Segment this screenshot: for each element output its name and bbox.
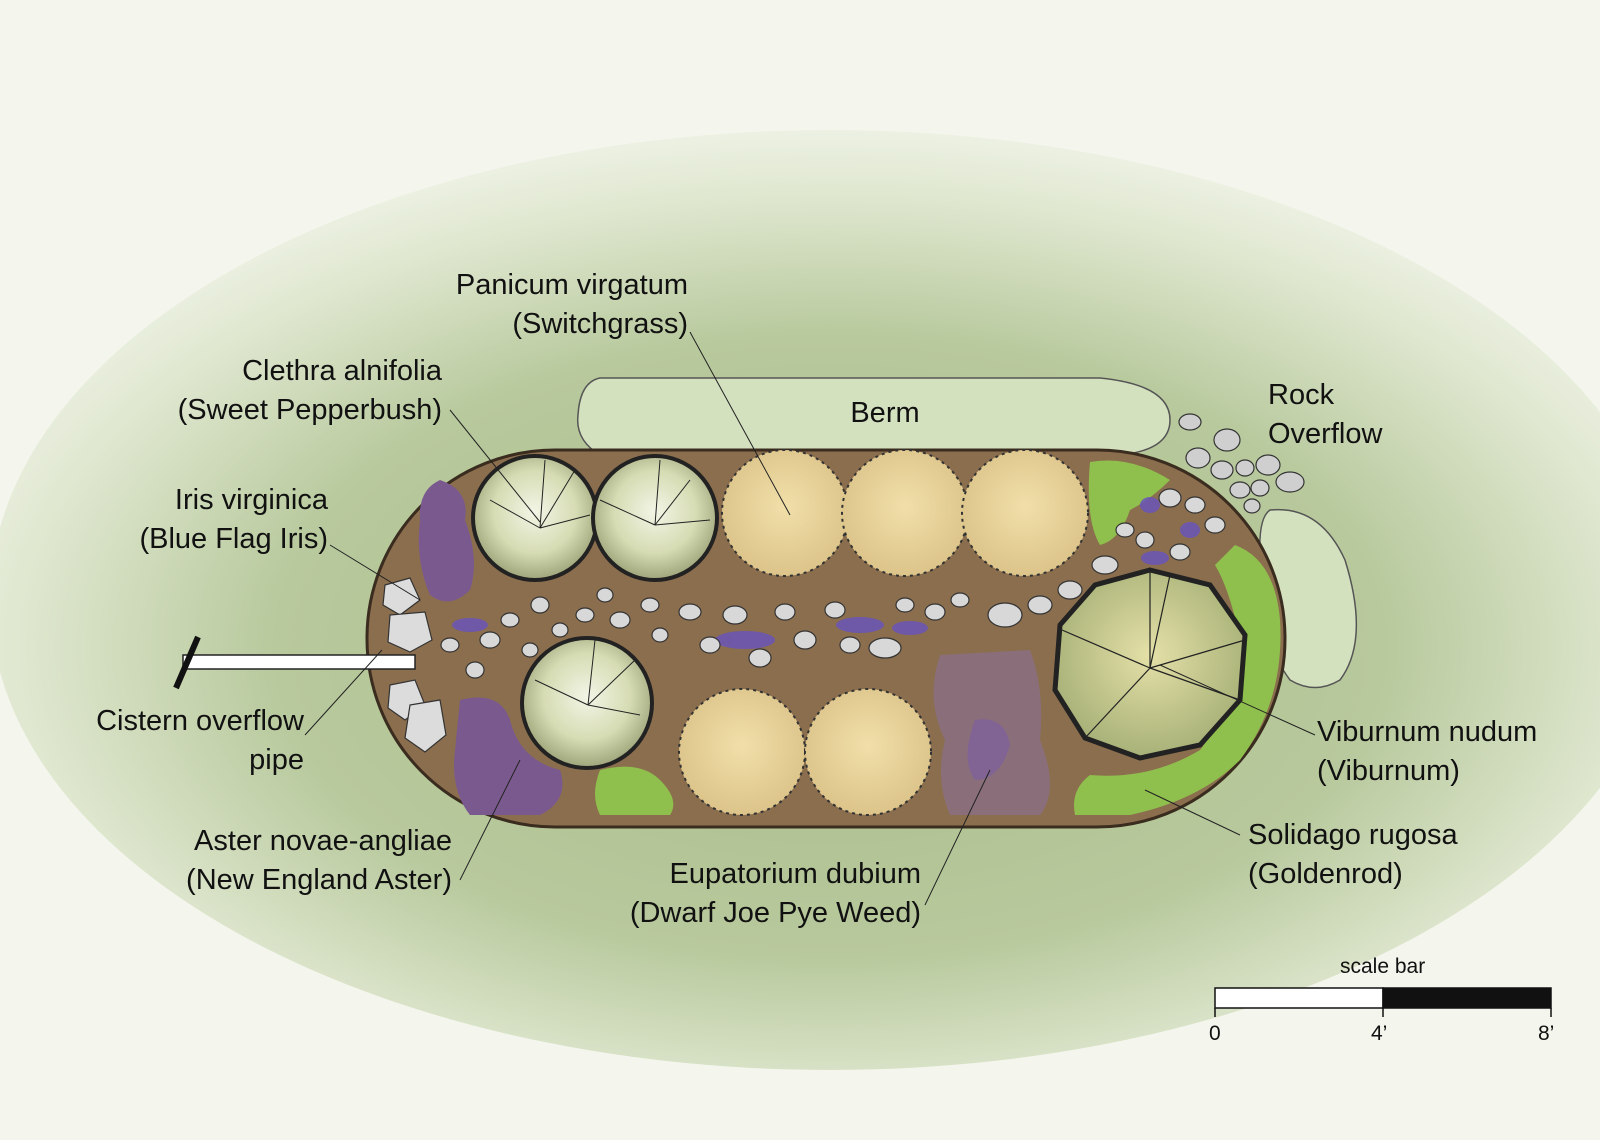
scale-tick-8: 8’ (1538, 1022, 1555, 1045)
label-eupatorium-common: (Dwarf Joe Pye Weed) (629, 897, 921, 929)
inlet-rocks (382, 577, 447, 753)
label-cistern: Cistern overflow pipe (60, 702, 304, 780)
switchgrass-clump (841, 449, 969, 577)
label-panicum-common: (Switchgrass) (512, 308, 688, 340)
viburnum-shrub (1052, 567, 1248, 761)
rock-swale (440, 488, 1226, 679)
label-clethra: Clethra alnifolia (Sweet Pepperbush) (140, 352, 442, 430)
scale-bar (1214, 987, 1552, 1017)
label-iris: Iris virginica (Blue Flag Iris) (100, 481, 328, 559)
aster-patch (454, 697, 563, 815)
label-panicum-latin: Panicum virgatum (455, 269, 688, 301)
switchgrass-clump (721, 449, 849, 577)
scale-bar-title: scale bar (1340, 955, 1426, 978)
leader-lines (304, 331, 1316, 906)
iris-strip (452, 497, 1200, 649)
clethra-shrubs (471, 454, 719, 770)
label-viburnum-common: (Viburnum) (1317, 755, 1460, 787)
label-aster-latin: Aster novae-angliae (194, 825, 452, 857)
scale-tick-0: 0 (1209, 1022, 1221, 1045)
switchgrass-clumps (678, 449, 1089, 816)
switchgrass-clump (678, 688, 806, 816)
label-aster: Aster novae-angliae (New England Aster) (140, 822, 452, 900)
label-solidago-common: (Goldenrod) (1248, 858, 1403, 890)
label-solidago: Solidago rugosa (Goldenrod) (1248, 816, 1458, 894)
switchgrass-clump (804, 688, 932, 816)
rock-overflow (1178, 413, 1305, 514)
switchgrass-clump (961, 449, 1089, 577)
label-rock-overflow-line2: Overflow (1268, 418, 1383, 450)
label-cistern-line1: Cistern overflow (96, 705, 304, 737)
label-panicum: Panicum virgatum (Switchgrass) (420, 266, 688, 344)
label-rock-overflow-line1: Rock (1268, 379, 1335, 411)
label-solidago-latin: Solidago rugosa (1248, 819, 1458, 851)
goldenrod-patch (595, 766, 674, 815)
label-clethra-common: (Sweet Pepperbush) (177, 394, 442, 426)
label-iris-common: (Blue Flag Iris) (139, 523, 328, 555)
clethra-shrub (591, 454, 719, 582)
label-cistern-line2: pipe (249, 744, 304, 776)
label-berm: Berm (820, 394, 950, 433)
clethra-shrub (520, 636, 654, 770)
label-berm-text: Berm (850, 397, 920, 429)
label-eupatorium: Eupatorium dubium (Dwarf Joe Pye Weed) (585, 855, 921, 933)
scale-bar-white-segment (1214, 987, 1384, 1009)
cistern-pipe (173, 635, 416, 690)
label-viburnum: Viburnum nudum (Viburnum) (1317, 713, 1537, 791)
scale-bar-black-segment (1382, 987, 1552, 1009)
label-aster-common: (New England Aster) (186, 864, 452, 896)
label-viburnum-latin: Viburnum nudum (1317, 716, 1538, 748)
label-eupatorium-latin: Eupatorium dubium (669, 858, 921, 890)
goldenrod-patch (1088, 460, 1170, 545)
label-iris-latin: Iris virginica (174, 484, 328, 516)
aster-patch (418, 480, 474, 602)
joe-pye-highlight (967, 719, 1010, 780)
clethra-branches (489, 459, 711, 716)
scale-tick-4: 4’ (1371, 1022, 1388, 1045)
label-rock-overflow: Rock Overflow (1268, 376, 1382, 454)
goldenrod-patch (1074, 545, 1281, 815)
label-clethra-latin: Clethra alnifolia (242, 355, 442, 387)
